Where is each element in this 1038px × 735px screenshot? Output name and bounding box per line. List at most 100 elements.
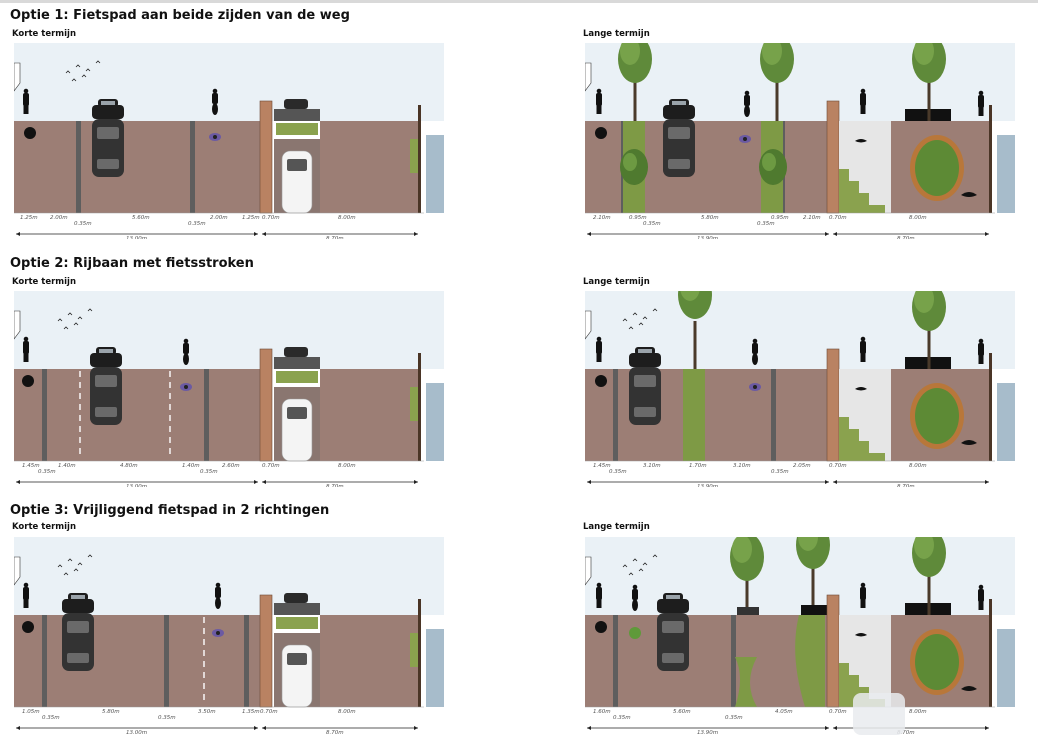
dimension-label: 5.80m <box>102 709 120 715</box>
car-top-view <box>657 613 689 671</box>
total-width-label: 13.90m <box>697 484 718 487</box>
bird <box>652 308 658 312</box>
cyclist-wheel <box>183 353 189 365</box>
dimension-label: 2.60m <box>222 463 240 469</box>
water <box>997 629 1015 707</box>
quay-wall <box>259 100 273 214</box>
tree-crown-light <box>914 291 934 313</box>
cyclist-head <box>212 88 218 94</box>
car-windshield <box>287 653 307 665</box>
tree <box>912 43 946 121</box>
car-top-view <box>92 119 124 177</box>
person-head <box>596 88 602 94</box>
option-1-short-label: Korte termijn <box>12 29 77 39</box>
parking-planter-top <box>274 603 320 615</box>
cyclist-silhouette <box>212 88 218 115</box>
pedestrian-top-view <box>22 621 34 633</box>
cyclist-wheel <box>212 103 218 115</box>
dimension-label: 1.60m <box>593 709 611 715</box>
pedestrian-silhouette <box>978 90 984 116</box>
fence-post <box>418 105 421 213</box>
pedestrian-top-view <box>24 127 36 139</box>
car-windshield <box>668 127 690 139</box>
bird <box>75 64 81 68</box>
person-legs <box>978 601 984 610</box>
car-windshield <box>287 159 307 171</box>
person-body <box>23 341 29 354</box>
dimension-label: 8.00m <box>909 215 927 221</box>
car-top-view <box>90 367 122 425</box>
curb-strip <box>613 615 618 707</box>
bird <box>642 562 648 566</box>
curb-strip <box>42 615 47 707</box>
car-side-view <box>657 593 689 613</box>
tree-trunk <box>927 73 931 121</box>
person-legs <box>23 105 29 114</box>
bird <box>622 564 628 568</box>
total-width-label: 13.00m <box>126 730 147 735</box>
car-side-view <box>90 347 122 367</box>
total-width-label: 13.00m <box>126 484 147 487</box>
sky-background <box>14 291 444 369</box>
person-legs <box>860 599 866 608</box>
parked-car-side <box>284 593 308 603</box>
dimension-label: 0.35m <box>609 469 627 475</box>
bird <box>71 78 77 82</box>
brick-surface <box>14 121 260 213</box>
pedestrian-silhouette <box>978 338 984 364</box>
bird <box>73 322 79 326</box>
parking-green-strip <box>276 123 318 135</box>
parking-green-strip <box>276 617 318 629</box>
left-edge <box>585 62 592 92</box>
bird <box>63 326 69 330</box>
person-head <box>23 582 29 588</box>
dimension-label: 0.95m <box>771 215 789 221</box>
left-edge <box>585 310 592 340</box>
dimension-label: 0.70m <box>260 709 278 715</box>
car-window <box>666 595 680 599</box>
cyclist-wheel <box>752 353 758 365</box>
shrub-highlight <box>762 153 776 171</box>
bird <box>77 316 83 320</box>
dimension-label: 1.70m <box>689 463 707 469</box>
option-2-title: Optie 2: Rijbaan met fietsstroken <box>10 256 254 271</box>
car-side-view <box>629 347 661 367</box>
square-surface <box>320 121 418 213</box>
cyclist-head-top <box>753 385 757 389</box>
tree-trunk <box>633 73 637 121</box>
tree-crown-light <box>914 537 934 559</box>
total-width-label: 13.90m <box>697 730 718 735</box>
curb-strip <box>164 615 169 707</box>
tree-trunk <box>775 73 779 121</box>
car-rear-window <box>668 159 690 169</box>
total-width-label: 8.70m <box>326 236 344 239</box>
curb-strip <box>731 615 736 707</box>
dimension-label: 0.95m <box>629 215 647 221</box>
birds <box>65 60 101 82</box>
cyclist-silhouette <box>744 90 750 117</box>
cyclist-body <box>212 93 218 104</box>
dimension-label: 8.00m <box>338 463 356 469</box>
option-2-short-label: Korte termijn <box>12 277 77 287</box>
tree-crown-light <box>620 43 640 65</box>
bird <box>57 318 63 322</box>
cyclist-head <box>744 90 750 96</box>
car-rear-window <box>67 653 89 663</box>
brick-surface <box>585 369 827 461</box>
tree-crown-light <box>914 43 934 65</box>
square-surface <box>320 369 418 461</box>
bird <box>73 568 79 572</box>
person-body <box>860 93 866 106</box>
dimension-label: 0.35m <box>613 715 631 721</box>
birds <box>622 554 658 576</box>
cyclist-head <box>215 582 221 588</box>
cyclist-head-top <box>216 631 220 635</box>
bird <box>63 572 69 576</box>
dimension-label: 2.00m <box>50 215 68 221</box>
pedestrian-silhouette <box>23 88 29 114</box>
cyclist-silhouette <box>183 338 189 365</box>
dimension-label: 1.45m <box>593 463 611 469</box>
